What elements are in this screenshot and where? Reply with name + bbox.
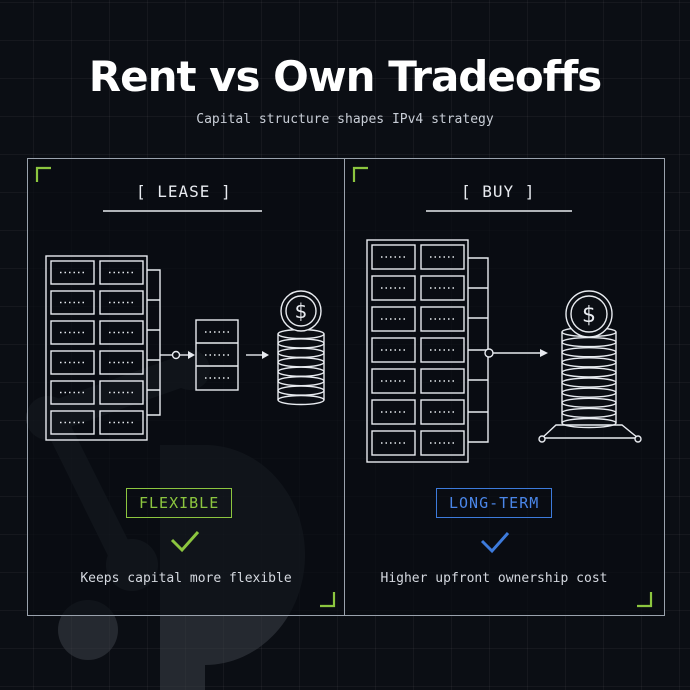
coin	[561, 387, 617, 398]
top-coin	[280, 290, 322, 332]
rack-slot	[99, 320, 144, 345]
lease-dollar-icon: $	[295, 299, 308, 323]
rack-slot	[420, 244, 465, 270]
coin	[561, 367, 617, 378]
coin	[277, 338, 325, 349]
buy-pedestal	[538, 424, 642, 443]
buy-caption: Higher upfront ownership cost	[380, 571, 608, 586]
buy-heading: [ BUY ]	[461, 182, 536, 201]
rack-slot	[420, 306, 465, 332]
rack-slot	[420, 337, 465, 363]
page-subtitle: Capital structure shapes IPv4 strategy	[196, 112, 494, 127]
buy-server-rack	[366, 239, 548, 463]
lease-check-icon	[170, 531, 200, 553]
coin	[277, 347, 325, 359]
rack-slot	[371, 275, 416, 301]
rack-slot	[420, 399, 465, 425]
rack-slot	[371, 306, 416, 332]
coin	[561, 397, 617, 408]
comparison-panels	[27, 158, 665, 616]
rack-slot	[99, 410, 144, 435]
coin	[561, 407, 617, 419]
lease-server-rack	[45, 255, 195, 441]
rack-slot	[50, 410, 95, 435]
panel-divider	[344, 158, 345, 616]
coin	[561, 417, 617, 429]
coin	[561, 377, 617, 388]
rack-slot	[371, 430, 416, 456]
buy-badge: LONG-TERM	[436, 488, 553, 518]
corner-brackets	[35, 166, 653, 608]
top-coin	[565, 290, 613, 338]
coin	[277, 375, 325, 387]
rack-slot	[50, 290, 95, 315]
buy-check-icon	[480, 532, 510, 554]
rack-slot	[420, 368, 465, 394]
coin	[277, 385, 325, 396]
rack-slot	[50, 320, 95, 345]
rack-slot	[99, 350, 144, 375]
coin	[561, 357, 617, 368]
rack-slot	[50, 380, 95, 405]
rack-slot	[50, 260, 95, 285]
lease-block-stack	[195, 319, 269, 391]
rack-slot	[371, 399, 416, 425]
buy-dollar-icon: $	[582, 303, 596, 328]
lease-heading: [ LEASE ]	[136, 182, 232, 201]
rack-slot	[99, 260, 144, 285]
page-title: Rent vs Own Tradeoffs	[88, 52, 603, 101]
coin	[277, 357, 325, 368]
lease-caption: Keeps capital more flexible	[80, 571, 292, 586]
rack-slot	[371, 244, 416, 270]
coin	[277, 394, 325, 406]
lease-badge: FLEXIBLE	[126, 488, 233, 518]
lease-coin-stack	[277, 290, 325, 406]
rack-slot	[99, 290, 144, 315]
buy-coin-stack	[561, 290, 617, 429]
rack-slot	[99, 380, 144, 405]
coin	[561, 336, 617, 348]
coin	[277, 366, 325, 377]
rack-slot	[420, 430, 465, 456]
rack-slot	[50, 350, 95, 375]
coin	[561, 347, 617, 358]
rack-slot	[371, 337, 416, 363]
rack-slot	[371, 368, 416, 394]
rack-slot	[420, 275, 465, 301]
